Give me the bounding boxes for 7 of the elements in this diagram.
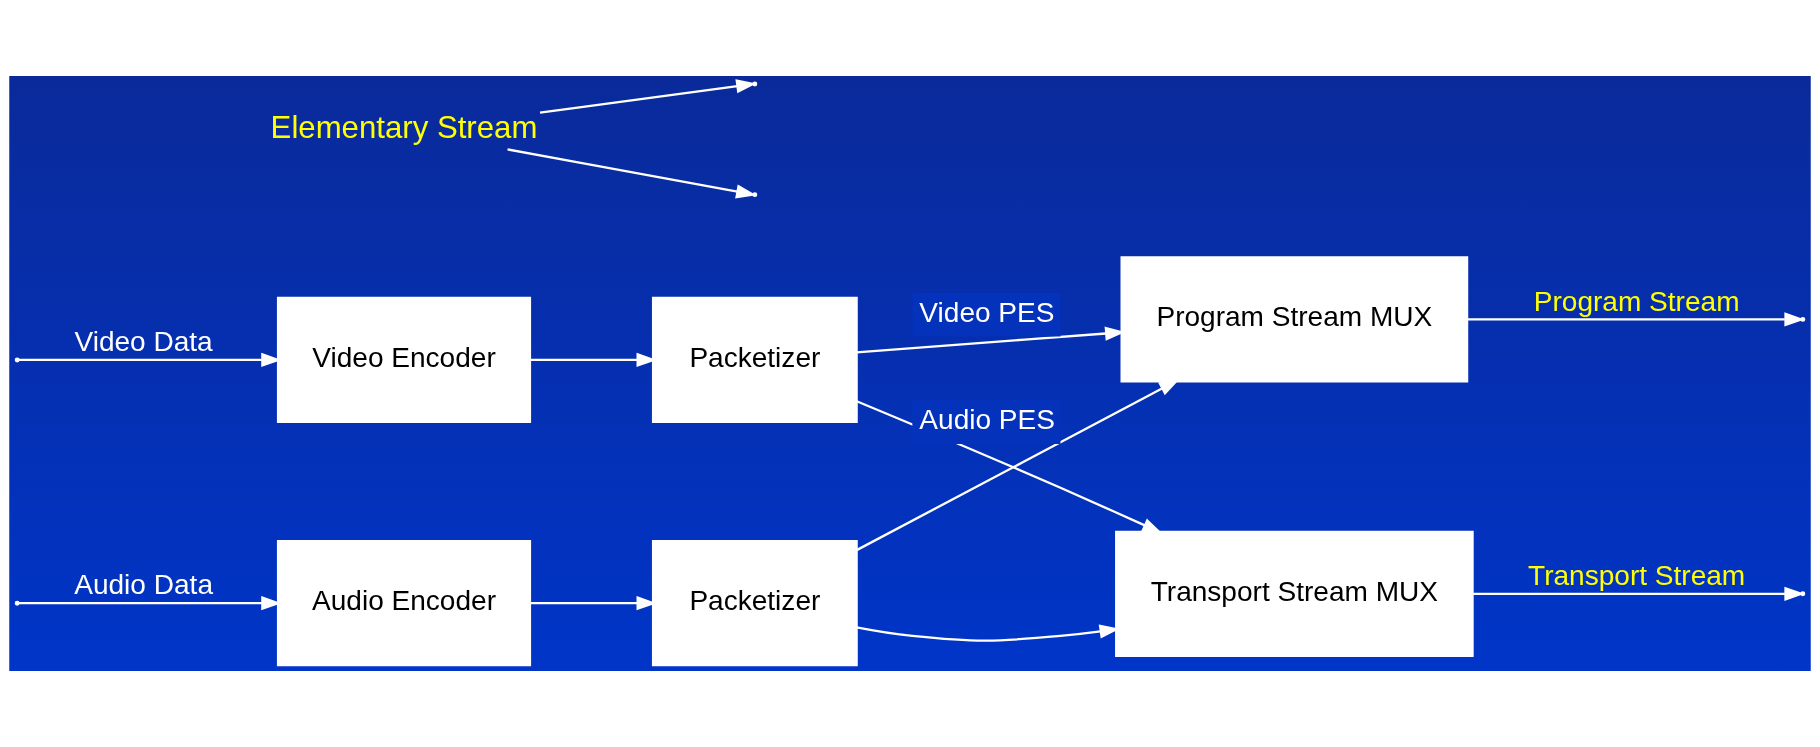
edge-label: Video PES bbox=[919, 296, 1055, 328]
edge-label: Audio Data bbox=[74, 569, 213, 601]
edge-label: Transport Stream bbox=[1528, 560, 1746, 592]
edge-label: Video Data bbox=[74, 326, 213, 358]
edge-label: Program Stream bbox=[1533, 285, 1740, 317]
edge-label: Audio PES bbox=[919, 404, 1056, 436]
node-text: Elementary Stream bbox=[270, 110, 538, 146]
